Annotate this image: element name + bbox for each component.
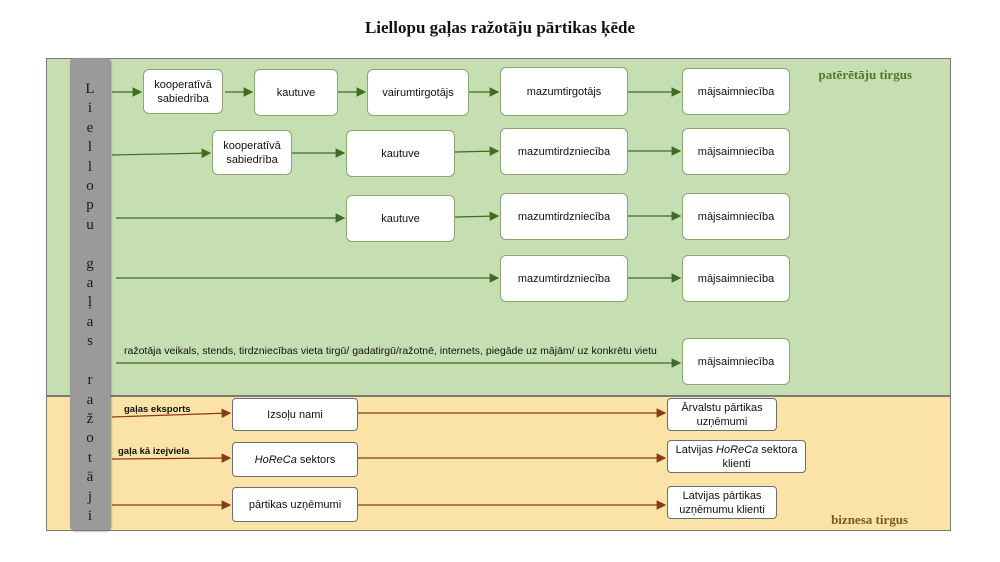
horeca-rest: sektors	[296, 453, 336, 466]
node-wholesaler: vairumtirgotājs	[367, 69, 469, 116]
node-latvian-food-company-clients: Latvijas pārtikas uzņēmumu klienti	[667, 486, 777, 519]
node-slaughterhouse-1: kautuve	[254, 69, 338, 116]
node-cooperative-2: kooperatīvā sabiedrība	[212, 130, 292, 175]
node-slaughterhouse-3: kautuve	[346, 195, 455, 242]
meat-export-label: gaļas eksports	[124, 404, 191, 415]
beef-producers-bar: L i e l l o p u g a ļ a s r a ž o t ā j …	[70, 58, 110, 530]
node-foreign-food-companies: Ārvalstu pārtikas uzņēmumi	[667, 398, 777, 431]
diagram-title: Liellopu gaļas ražotāju pārtikas ķēde	[364, 18, 636, 37]
business-market-zone: biznesa tirgus	[46, 396, 951, 531]
node-auction-houses: Izsoļu nami	[232, 398, 358, 431]
node-latvian-horeca-clients: Latvijas HoReCa sektora klienti	[667, 440, 806, 473]
node-cooperative-1: kooperatīvā sabiedrība	[143, 69, 223, 114]
node-retail-trade-3: mazumtirdzniecība	[500, 193, 628, 240]
node-household-2: mājsaimniecība	[682, 128, 790, 175]
node-household-1: mājsaimniecība	[682, 68, 790, 115]
node-retail-trade-4: mazumtirdzniecība	[500, 255, 628, 302]
raw-material-label: gaļa kā izejviela	[118, 446, 190, 457]
beef-producers-label: L i e l l o p u g a ļ a s r a ž o t ā j …	[85, 81, 95, 524]
direct-sales-label: ražotāja veikals, stends, tirdzniecības …	[124, 345, 657, 357]
node-food-companies: pārtikas uzņēmumi	[232, 487, 358, 522]
node-retailer: mazumtirgotājs	[500, 67, 628, 116]
node-slaughterhouse-2: kautuve	[346, 130, 455, 177]
lv-horeca-post: sektora klienti	[722, 443, 798, 470]
node-retail-trade-2: mazumtirdzniecība	[500, 128, 628, 175]
business-market-label: biznesa tirgus	[831, 512, 908, 527]
horeca-italic: HoReCa	[254, 453, 297, 466]
lv-horeca-italic: HoReCa	[716, 443, 759, 456]
consumer-market-label: patērētāju tirgus	[818, 67, 912, 82]
node-household-4: mājsaimniecība	[682, 255, 790, 302]
lv-horeca-pre: Latvijas	[675, 443, 717, 456]
node-household-3: mājsaimniecība	[682, 193, 790, 240]
node-household-5: mājsaimniecība	[682, 338, 790, 385]
consumer-market-zone: patērētāju tirgus	[46, 58, 951, 396]
node-horeca-sector: HoReCa sektors	[232, 442, 358, 477]
